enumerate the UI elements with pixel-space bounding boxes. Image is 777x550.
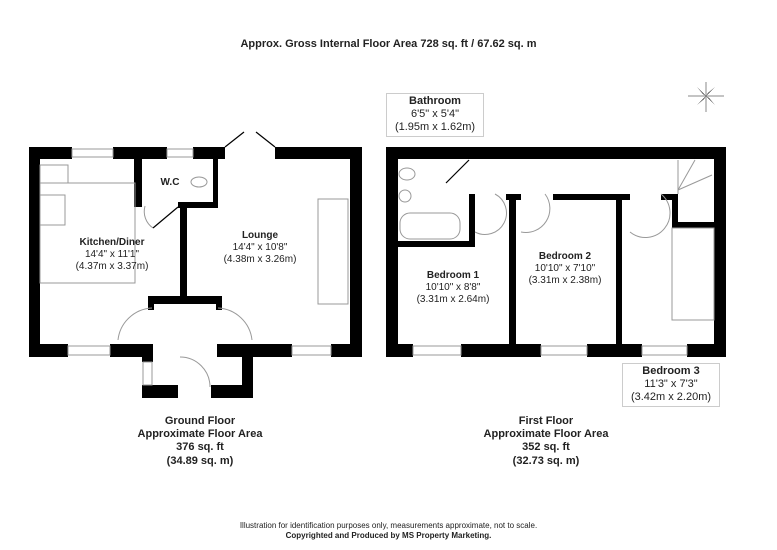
copyright: Copyrighted and Produced by MS Property … (285, 531, 492, 540)
room-metric: (4.38m x 3.26m) (223, 254, 297, 265)
room-metric: (4.37m x 3.37m) (75, 261, 149, 272)
caption-line: (32.73 sq. m) (512, 454, 580, 467)
room-imperial: 10'10" x 8'8" (425, 282, 481, 293)
room-bedroom-2: Bedroom 2 10'10" x 7'10" (3.31m x 2.38m) (510, 251, 620, 287)
room-imperial: 10'10" x 7'10" (534, 263, 596, 274)
gross-area-title: Approx. Gross Internal Floor Area 728 sq… (240, 38, 537, 50)
room-imperial: 14'4" x 11'1" (84, 249, 140, 260)
caption-line: 376 sq. ft (176, 441, 224, 454)
doors (152, 131, 470, 229)
caption-line: Ground Floor (164, 415, 236, 427)
caption-line: 352 sq. ft (522, 441, 570, 454)
room-name: Lounge (241, 230, 279, 241)
room-bedroom-3: Bedroom 3 11'3" x 7'3" (3.42m x 2.20m) (622, 363, 720, 407)
compass-rose-icon (688, 82, 724, 112)
room-lounge: Lounge 14'4" x 10'8" (4.38m x 3.26m) (200, 230, 320, 266)
room-name: Kitchen/Diner (79, 237, 145, 248)
room-imperial: 14'4" x 10'8" (232, 242, 288, 253)
room-kitchen-diner: Kitchen/Diner 14'4" x 11'1" (4.37m x 3.3… (52, 237, 172, 273)
room-metric: (3.42m x 2.20m) (630, 391, 712, 404)
first-floor-fixtures (398, 159, 715, 356)
disclaimer: Illustration for identification purposes… (239, 521, 538, 530)
room-imperial: 11'3" x 7'3" (644, 378, 698, 391)
caption-line: First Floor (518, 415, 574, 427)
ground-floor-fixtures (39, 148, 349, 388)
ground-floor-caption: Ground Floor Approximate Floor Area 376 … (100, 415, 300, 468)
room-metric: (3.31m x 2.64m) (416, 294, 490, 305)
caption-line: Approximate Floor Area (483, 428, 609, 441)
room-metric: (3.31m x 2.38m) (528, 275, 602, 286)
first-floor-walls (386, 147, 726, 357)
room-name: Bathroom (409, 95, 461, 107)
room-metric: (1.95m x 1.62m) (394, 121, 476, 134)
caption-line: Approximate Floor Area (137, 428, 263, 441)
room-name-wc: W.C (160, 177, 180, 188)
room-name: Bedroom 3 (642, 365, 700, 377)
room-imperial: 6'5" x 5'4" (410, 108, 460, 121)
room-name: Bedroom 1 (426, 270, 480, 281)
ground-floor-walls (29, 147, 362, 398)
room-bathroom: Bathroom 6'5" x 5'4" (1.95m x 1.62m) (386, 93, 484, 137)
caption-line: (34.89 sq. m) (166, 454, 234, 467)
room-name: Bedroom 2 (538, 251, 592, 262)
first-floor-caption: First Floor Approximate Floor Area 352 s… (446, 415, 646, 468)
room-bedroom-1: Bedroom 1 10'10" x 8'8" (3.31m x 2.64m) (398, 270, 508, 306)
